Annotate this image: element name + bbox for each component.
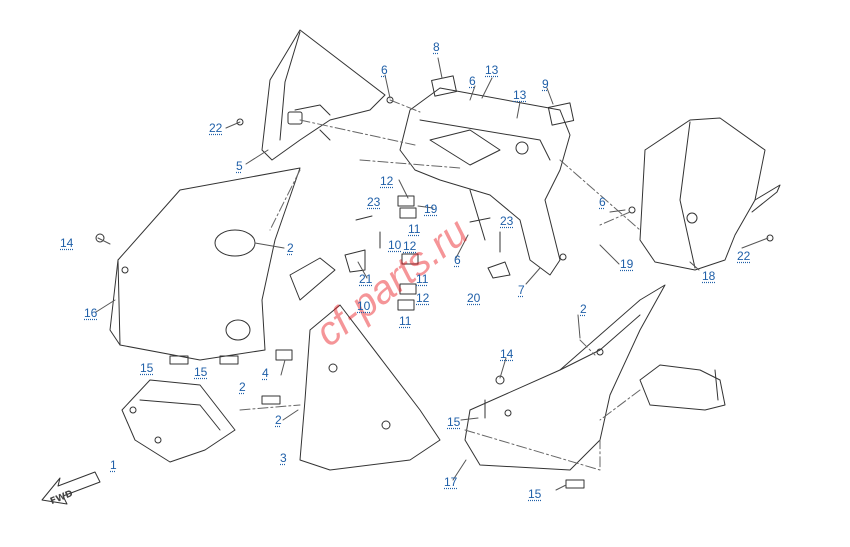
callout-14[interactable]: 14 <box>60 237 73 249</box>
callout-12[interactable]: 12 <box>416 292 429 304</box>
callout-13[interactable]: 13 <box>513 89 526 101</box>
fastener-parts <box>96 76 773 488</box>
callout-11[interactable]: 11 <box>408 223 420 235</box>
callout-2[interactable]: 2 <box>239 381 246 393</box>
rear-bracket-part <box>640 365 725 410</box>
callout-11[interactable]: 11 <box>416 273 428 285</box>
lower-right-cover-part <box>465 285 665 470</box>
callout-9[interactable]: 9 <box>542 78 549 90</box>
callout-23[interactable]: 23 <box>367 196 380 208</box>
callout-22[interactable]: 22 <box>209 122 222 134</box>
callout-14[interactable]: 14 <box>500 348 513 360</box>
callout-19[interactable]: 19 <box>424 203 437 215</box>
callout-18[interactable]: 18 <box>702 270 715 282</box>
callout-10[interactable]: 10 <box>357 300 370 312</box>
callout-6[interactable]: 6 <box>381 64 388 76</box>
callout-15[interactable]: 15 <box>528 488 541 500</box>
callout-16[interactable]: 16 <box>84 307 97 319</box>
windshield-part <box>262 30 385 160</box>
callout-2[interactable]: 2 <box>287 242 294 254</box>
callout-19[interactable]: 19 <box>620 258 633 270</box>
callout-8[interactable]: 8 <box>433 41 440 53</box>
callout-20[interactable]: 20 <box>467 292 480 304</box>
callout-15[interactable]: 15 <box>447 416 460 428</box>
callout-23[interactable]: 23 <box>500 215 513 227</box>
callout-3[interactable]: 3 <box>280 452 287 464</box>
callout-15[interactable]: 15 <box>194 366 207 378</box>
front-bracket-part <box>122 380 235 462</box>
watermark: cf-parts.ru <box>307 210 476 356</box>
callout-4[interactable]: 4 <box>262 367 269 379</box>
callout-10[interactable]: 10 <box>388 239 401 251</box>
watermark-text: cf-parts.ru <box>307 210 476 356</box>
callout-15[interactable]: 15 <box>140 362 153 374</box>
callout-6[interactable]: 6 <box>469 75 476 87</box>
callout-1[interactable]: 1 <box>110 459 117 471</box>
callout-11[interactable]: 11 <box>399 315 411 327</box>
callout-12[interactable]: 12 <box>380 175 393 187</box>
callout-6[interactable]: 6 <box>599 196 606 208</box>
callout-7[interactable]: 7 <box>518 284 525 296</box>
callout-22[interactable]: 22 <box>737 250 750 262</box>
callout-5[interactable]: 5 <box>236 160 243 172</box>
callout-21[interactable]: 21 <box>359 273 372 285</box>
callout-2[interactable]: 2 <box>580 303 587 315</box>
callout-2[interactable]: 2 <box>275 414 282 426</box>
callout-13[interactable]: 13 <box>485 64 498 76</box>
callout-17[interactable]: 17 <box>444 476 457 488</box>
callout-6[interactable]: 6 <box>454 254 461 266</box>
callout-12[interactable]: 12 <box>403 240 416 252</box>
right-fairing-part <box>640 118 780 270</box>
assembly-lines <box>240 100 640 470</box>
left-panel-part <box>110 168 300 360</box>
